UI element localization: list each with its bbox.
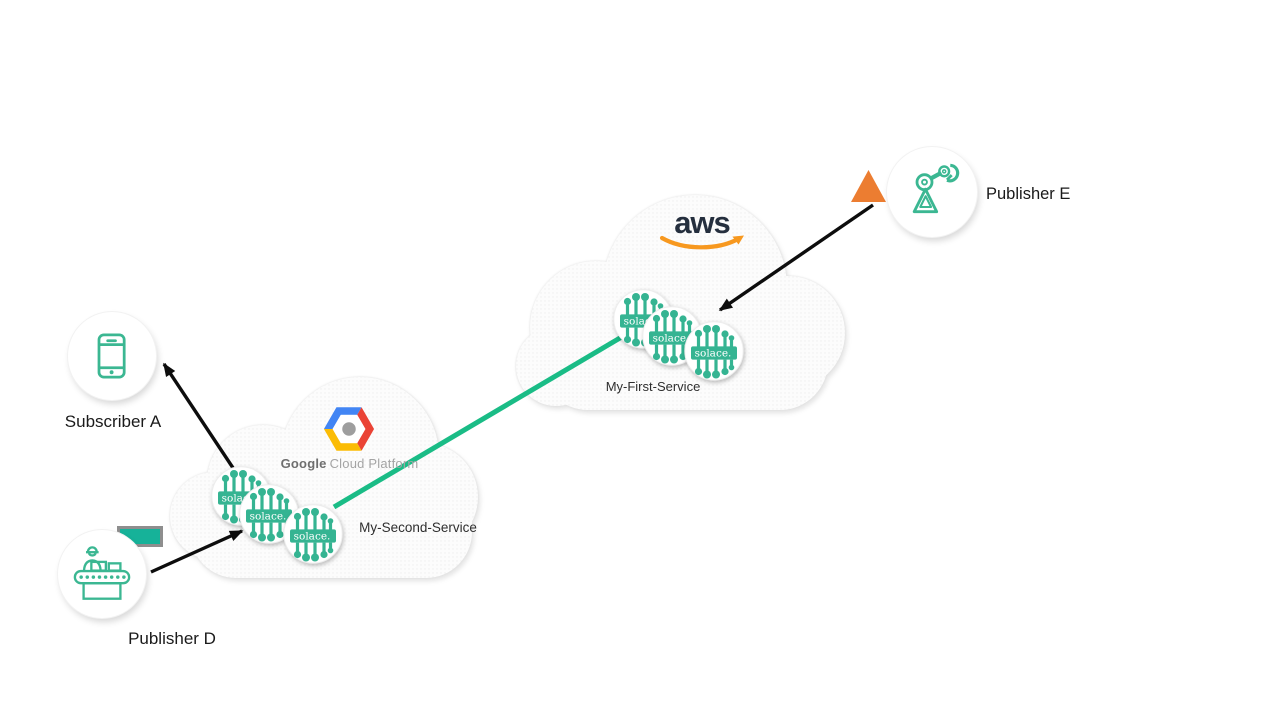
smartphone-icon: [97, 333, 126, 379]
gcp-logo-text-cloud-platform: Cloud Platform: [329, 456, 419, 471]
publisher-e-node: [887, 147, 977, 237]
solace-badge-icon: [283, 504, 343, 564]
arrow-from-publisher-d: [150, 529, 244, 574]
conveyor-belt-icon: [73, 546, 131, 600]
solace-badge-icon: [684, 321, 744, 381]
publisher-d-node: [58, 530, 146, 618]
my-second-service-label: My-Second-Service: [359, 520, 477, 535]
gcp-logo-text-google: Google: [280, 456, 327, 471]
subscriber-a-node: [68, 312, 156, 400]
publisher-d-label: Publisher D: [128, 629, 216, 648]
subscriber-a-label: Subscriber A: [64, 412, 162, 431]
aws-smile-arrow-icon: [659, 235, 744, 250]
my-first-service-label: My-First-Service: [605, 379, 701, 394]
aws-wordmark: aws: [674, 205, 731, 240]
robot-arm-icon: [912, 163, 960, 214]
publisher-e-label: Publisher E: [986, 185, 1071, 203]
arrow-from-publisher-e: [718, 203, 874, 312]
triangle-message-icon: [851, 170, 886, 202]
gcp-hexagon-icon: [323, 407, 375, 451]
service-bridge-line: [332, 332, 627, 510]
aws-logo: aws: [652, 205, 752, 252]
